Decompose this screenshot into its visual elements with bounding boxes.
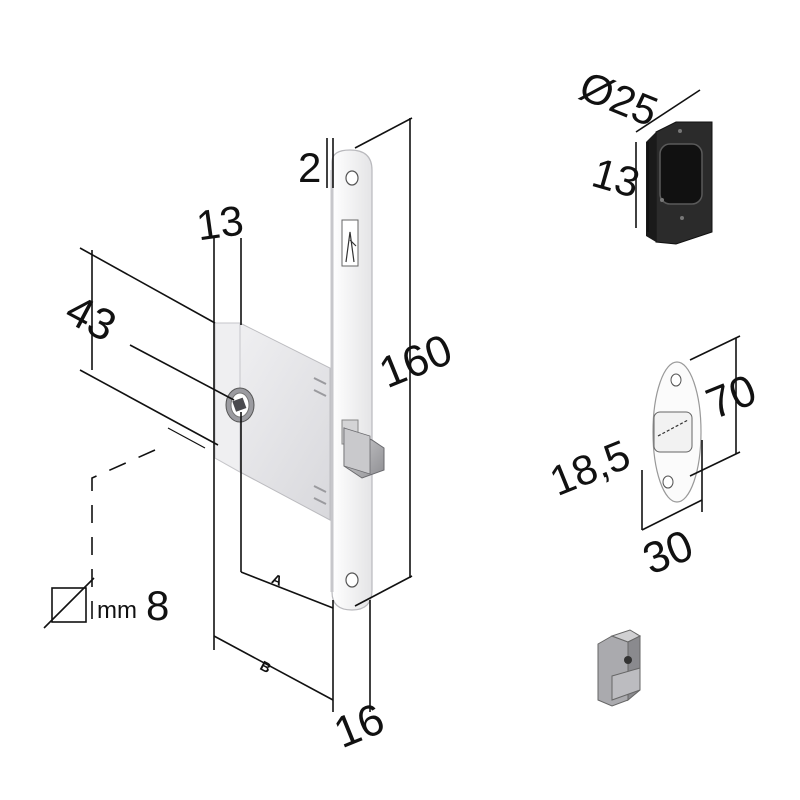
dim-faceplate-length: 160 <box>372 325 458 398</box>
dimension-lines <box>79 117 413 712</box>
dim-strike-width: 30 <box>636 521 700 585</box>
spindle-adapter <box>597 629 642 707</box>
dim-strike-hole: 18,5 <box>543 431 636 505</box>
dim-spindle-size: 8 <box>146 582 169 629</box>
strike-plate <box>652 361 702 503</box>
faceplate <box>331 149 373 611</box>
dim-spindle-unit: mm <box>97 597 137 624</box>
square-spindle-icon <box>43 577 95 629</box>
dim-height: 43 <box>58 285 124 351</box>
brand-logo-icon <box>341 219 359 267</box>
dim-cylinder-diameter: Ø25 <box>573 62 664 135</box>
dim-backset: 13 <box>193 196 246 249</box>
spindle-guide <box>91 449 156 620</box>
screw-hole-top <box>345 170 359 186</box>
dim-faceplate-width: 16 <box>327 694 391 758</box>
dim-strike-height: 70 <box>700 365 764 429</box>
dim-label-a: A <box>269 570 284 589</box>
strike-dimension-lines <box>641 335 741 531</box>
cylinder-rose <box>646 121 713 245</box>
dim-plate-thickness: 2 <box>298 144 321 191</box>
screw-hole-bottom <box>345 572 359 588</box>
mortise-lock <box>214 149 385 611</box>
latch-bolt <box>341 419 385 479</box>
cylinder-dimension-lines <box>635 89 701 232</box>
